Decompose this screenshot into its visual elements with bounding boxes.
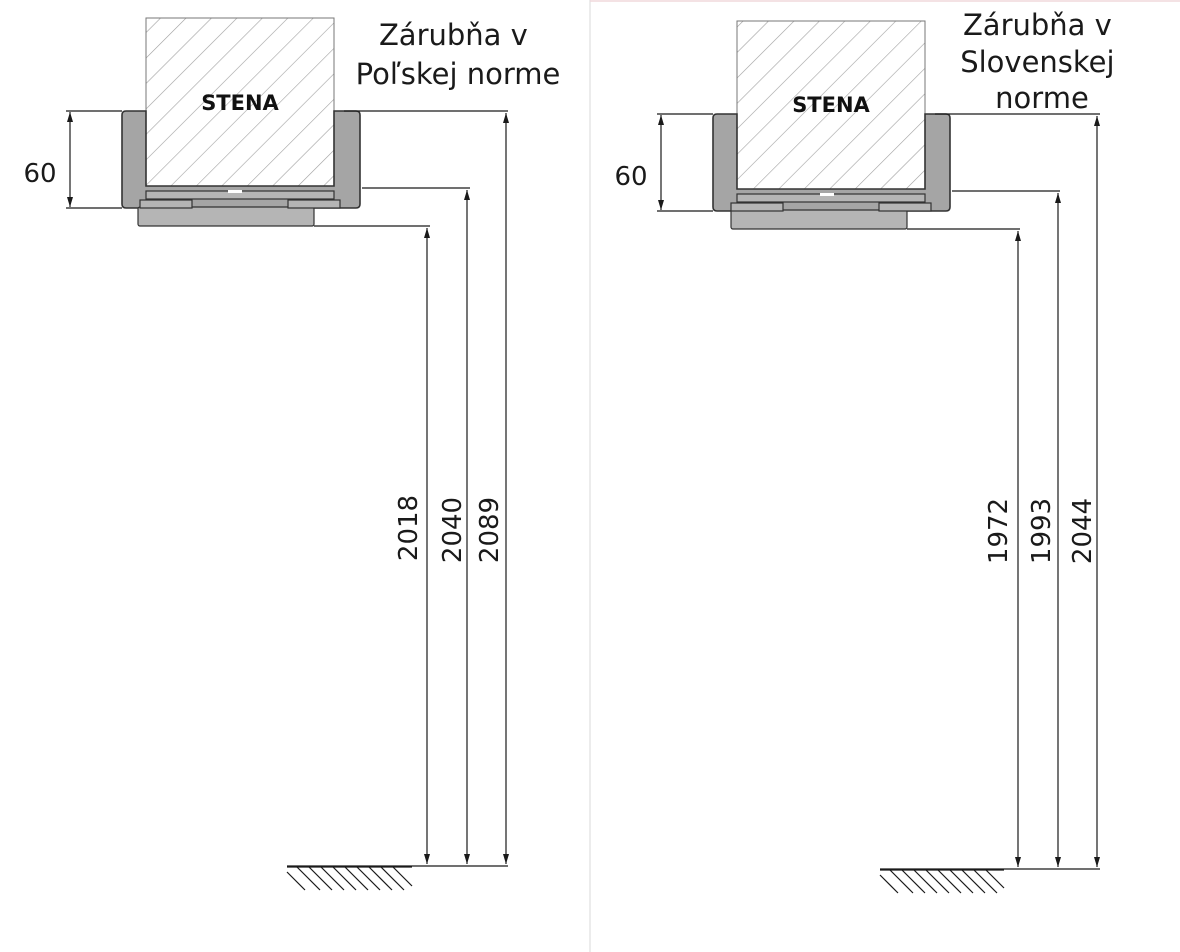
- frame-depth-label: 60: [614, 162, 647, 192]
- frame-depth-label: 60: [23, 159, 56, 189]
- hinge-right: [287, 199, 341, 209]
- panel-title: Zárubňa v Poľskej norme: [356, 18, 561, 91]
- door-leaf: [730, 209, 908, 230]
- door-leaf: [137, 206, 315, 227]
- hinge-right: [878, 202, 932, 212]
- hinge-left: [139, 199, 193, 209]
- dim-value-1: 2018: [394, 495, 424, 561]
- wall-section: [736, 20, 926, 198]
- wall-label: STENA: [792, 93, 870, 117]
- wall-label: STENA: [201, 91, 279, 115]
- hinge-left: [730, 202, 784, 212]
- frame-notch: [820, 193, 834, 196]
- ground-hatch: [879, 869, 1005, 894]
- dim-value-2: 1993: [1027, 498, 1057, 564]
- frame-notch: [228, 190, 242, 193]
- dim-value-3: 2044: [1068, 498, 1098, 564]
- ground-hatch: [286, 866, 413, 891]
- wall-section: [145, 17, 335, 195]
- panel-title: Zárubňa v Slovenskej norme: [960, 8, 1124, 115]
- dim-value-1: 1972: [984, 498, 1014, 564]
- panel-polish-norm: Zárubňa v Poľskej norme STENA 60 2018 20…: [23, 17, 561, 891]
- dim-value-2: 2040: [438, 497, 468, 563]
- panel-slovak-norm: Zárubňa v Slovenskej norme STENA 60 1972…: [614, 8, 1124, 894]
- dim-value-3: 2089: [475, 497, 505, 563]
